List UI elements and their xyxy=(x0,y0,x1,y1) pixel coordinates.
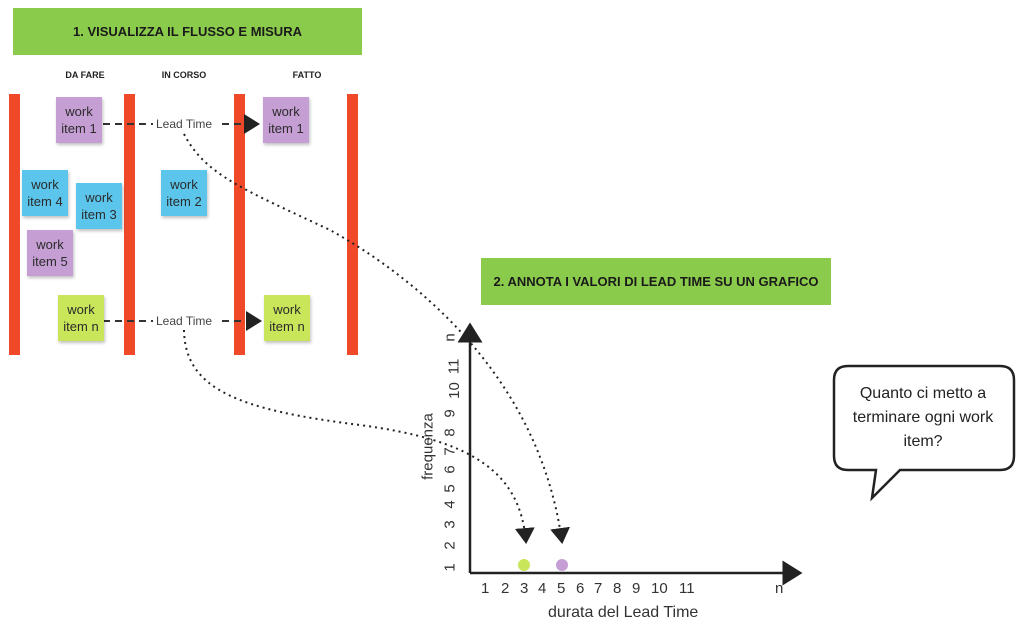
y-tick-label: 1 xyxy=(441,563,459,572)
column-header-done: FATTO xyxy=(292,70,322,80)
y-tick-label: 8 xyxy=(441,428,459,437)
data-point-2 xyxy=(556,559,568,571)
x-tick-label: n xyxy=(775,580,784,597)
step1-banner: 1. VISUALIZZA IL FLUSSO E MISURA xyxy=(13,8,362,55)
x-tick-label: 9 xyxy=(632,580,641,597)
step2-banner: 2. ANNOTA I VALORI DI LEAD TIME SU UN GR… xyxy=(481,258,831,305)
y-tick-label: 4 xyxy=(441,500,459,509)
sticky-work-item-1-done: work item 1 xyxy=(263,97,309,143)
sticky-work-item-2: work item 2 xyxy=(161,170,207,216)
x-tick-label: 3 xyxy=(520,580,529,597)
sticky-work-item-5: work item 5 xyxy=(27,230,73,276)
x-tick-label: 2 xyxy=(501,580,510,597)
kanban-bar-1 xyxy=(9,94,20,355)
x-tick-label: 4 xyxy=(538,580,547,597)
y-tick-label: 7 xyxy=(441,447,459,456)
x-tick-label: 11 xyxy=(679,580,695,597)
speech-bubble-text: Quanto ci metto a terminare ogni work it… xyxy=(852,385,994,450)
x-tick-label: 10 xyxy=(651,580,668,597)
kanban-bar-4 xyxy=(347,94,358,355)
data-point-1 xyxy=(518,559,530,571)
y-tick-label: 5 xyxy=(441,484,459,493)
kanban-bar-2 xyxy=(124,94,135,355)
sticky-work-item-4: work item 4 xyxy=(22,170,68,216)
sticky-work-item-1-todo: work item 1 xyxy=(56,97,102,143)
x-tick-label: 7 xyxy=(594,580,603,597)
column-header-in-progress: IN CORSO xyxy=(161,70,207,80)
lead-time-label-n: Lead Time xyxy=(154,314,215,328)
column-header-todo: DA FARE xyxy=(65,70,105,80)
sticky-work-item-3: work item 3 xyxy=(76,183,122,229)
speech-bubble xyxy=(832,364,1016,502)
x-axis-label: durata del Lead Time xyxy=(548,604,699,621)
dotted-curve-itemn xyxy=(183,329,535,544)
x-tick-label: 5 xyxy=(557,580,566,597)
dotted-curve-item1 xyxy=(183,133,571,544)
y-tick-label: 6 xyxy=(441,465,459,474)
kanban-bar-3 xyxy=(234,94,245,355)
x-tick-label: 6 xyxy=(576,580,585,597)
y-tick-label: 10 xyxy=(445,382,463,399)
y-tick-label: n xyxy=(441,333,459,342)
sticky-work-item-n-todo: work item n xyxy=(58,295,104,341)
x-tick-label: 8 xyxy=(613,580,622,597)
sticky-work-item-n-done: work item n xyxy=(264,295,310,341)
lead-time-label-1: Lead Time xyxy=(154,117,215,131)
y-tick-label: 11 xyxy=(445,358,463,375)
y-tick-label: 2 xyxy=(441,541,459,550)
y-tick-label: 3 xyxy=(441,520,459,529)
y-tick-label: 9 xyxy=(441,409,459,418)
x-tick-label: 1 xyxy=(481,580,490,597)
y-axis-label: frequenza xyxy=(419,413,437,480)
